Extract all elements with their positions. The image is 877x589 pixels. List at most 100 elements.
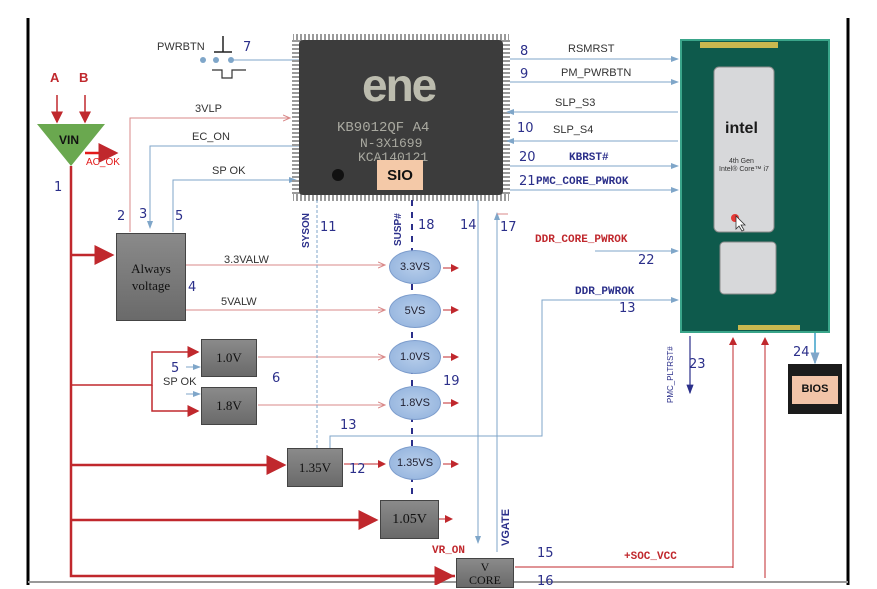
kbrst-number: 20: [519, 150, 536, 165]
vcore-block[interactable]: V CORE: [456, 558, 514, 588]
pmc-pltrst-label: PMC_PLTRST#: [666, 346, 675, 403]
input-a-label: A: [50, 70, 60, 85]
ddr-pwrok-line: [329, 297, 679, 448]
3-3valw-label: 3.3VALW: [224, 254, 269, 266]
pwrbtn-label: PWRBTN: [157, 41, 205, 53]
susp-label: SUSP#: [393, 213, 404, 246]
regulator-1v35-label: 1.35V: [298, 459, 332, 475]
pm-pwrbtn-number: 9: [520, 67, 529, 82]
always-voltage-line1: Always: [131, 261, 171, 276]
mouse-cursor-icon: [735, 215, 746, 232]
vin-to-1v8: [151, 385, 200, 417]
step-18: 18: [418, 218, 435, 233]
pch-die: [719, 241, 777, 295]
sio-pins-left: [292, 40, 300, 196]
step-5-sp-ok: 5: [171, 361, 180, 376]
5valw-label: 5VALW: [221, 296, 257, 308]
step-15: 15: [537, 546, 554, 561]
vin-triangle: [37, 124, 105, 166]
input-b-label: B: [79, 70, 89, 85]
bios-label-bg: [792, 376, 838, 404]
always-voltage-line2: voltage: [131, 278, 171, 293]
ddr-pwrok-label: DDR_PWROK: [575, 286, 635, 298]
cpu-pads-top: [700, 42, 778, 48]
step-11: 11: [320, 220, 337, 235]
switch-3-3vs[interactable]: 3.3VS: [389, 250, 441, 284]
step-6: 6: [272, 371, 281, 386]
regulator-1v35[interactable]: 1.35V: [287, 448, 343, 487]
bios-label: BIOS: [801, 383, 829, 395]
pmc-core-pwrok-label: PMC_CORE_PWROK: [536, 176, 629, 188]
vcore-line1: V: [480, 560, 490, 574]
vin-to-1v0: [71, 346, 200, 386]
step-4: 4: [188, 280, 197, 295]
switch-1-35vs[interactable]: 1.35VS: [389, 446, 441, 480]
slp-s4-label: SLP_S4: [553, 124, 594, 136]
step-2: 2: [117, 209, 126, 224]
step-14: 14: [460, 218, 477, 233]
switch-1-35vs-label: 1.35VS: [396, 457, 434, 469]
pwrbtn-number: 7: [243, 40, 252, 55]
cpu-model: Intel® Core™ i7: [719, 166, 769, 173]
sio-part-line2: N-3X1699: [360, 136, 423, 151]
step-13-left: 13: [340, 418, 357, 433]
rsmrst-label: RSMRST: [568, 43, 615, 55]
sio-pin1-dot: [332, 169, 344, 181]
vcore-line2: CORE: [468, 573, 501, 587]
sp-ok-line: [172, 177, 297, 232]
step-24: 24: [793, 345, 810, 360]
step-3: 3: [139, 207, 148, 222]
step-5: 5: [175, 209, 184, 224]
ac-ok-label: AC_OK: [86, 157, 120, 168]
regulator-1v0[interactable]: 1.0V: [201, 339, 257, 377]
regulator-1v0-label: 1.0V: [216, 350, 242, 365]
kbrst-label: KBRST#: [569, 152, 609, 164]
vgate-label: VGATE: [500, 508, 512, 546]
3vlp-label: 3VLP: [195, 103, 222, 115]
vin-rail: [69, 166, 455, 578]
switch-5vs-label: 5VS: [404, 305, 426, 317]
regulator-1v05[interactable]: 1.05V: [380, 500, 439, 539]
step-1: 1: [54, 180, 63, 195]
switch-1-0vs[interactable]: 1.0VS: [389, 340, 441, 374]
sio-pins-right: [502, 40, 510, 196]
syson-label: SYSON: [301, 212, 312, 248]
regulator-1v8-label: 1.8V: [216, 398, 242, 413]
vr-on-label: VR_ON: [432, 545, 466, 557]
3vlp-line: [129, 118, 290, 232]
sio-pins-bottom: [293, 193, 509, 201]
step-13-right: 13: [619, 301, 636, 316]
sp-ok-regulators-label: SP OK: [163, 376, 197, 388]
switch-1-8vs[interactable]: 1.8VS: [389, 386, 441, 420]
always-voltage-block[interactable]: Always voltage: [116, 233, 186, 321]
cpu-die: [713, 66, 775, 233]
sio-part-line1: KB9012QF A4: [337, 120, 430, 136]
rsmrst-number: 8: [520, 44, 529, 59]
sio-tag: SIO: [377, 160, 423, 190]
step-16: 16: [537, 574, 554, 589]
step-17: 17: [500, 220, 517, 235]
step-19: 19: [443, 374, 460, 389]
vin-label: VIN: [59, 133, 80, 147]
step-23: 23: [689, 357, 706, 372]
switch-1-8vs-label: 1.8VS: [400, 397, 430, 409]
sio-chip[interactable]: [299, 40, 503, 195]
pwrbtn-switch-icon: [214, 36, 232, 53]
slp-s3-label: SLP_S3: [555, 97, 596, 109]
pwrbtn-dot: [200, 57, 206, 63]
soc-vcc-label: +SOC_VCC: [624, 551, 677, 563]
regulator-1v8[interactable]: 1.8V: [201, 387, 257, 425]
step-22: 22: [638, 253, 655, 268]
switch-5vs[interactable]: 5VS: [389, 294, 441, 328]
cpu-pads-bottom: [738, 325, 800, 330]
step-12: 12: [349, 462, 366, 477]
sio-brand: ene: [362, 59, 437, 111]
ddr-core-pwrok-label: DDR_CORE_PWROK: [535, 234, 628, 246]
switch-1-0vs-label: 1.0VS: [400, 351, 430, 363]
regulator-1v05-label: 1.05V: [392, 511, 427, 527]
sp-ok-label: SP OK: [212, 165, 246, 177]
ec-on-label: EC_ON: [192, 131, 230, 143]
cpu-gen: 4th Gen: [729, 158, 754, 165]
pwrbtn-dot: [213, 57, 219, 63]
